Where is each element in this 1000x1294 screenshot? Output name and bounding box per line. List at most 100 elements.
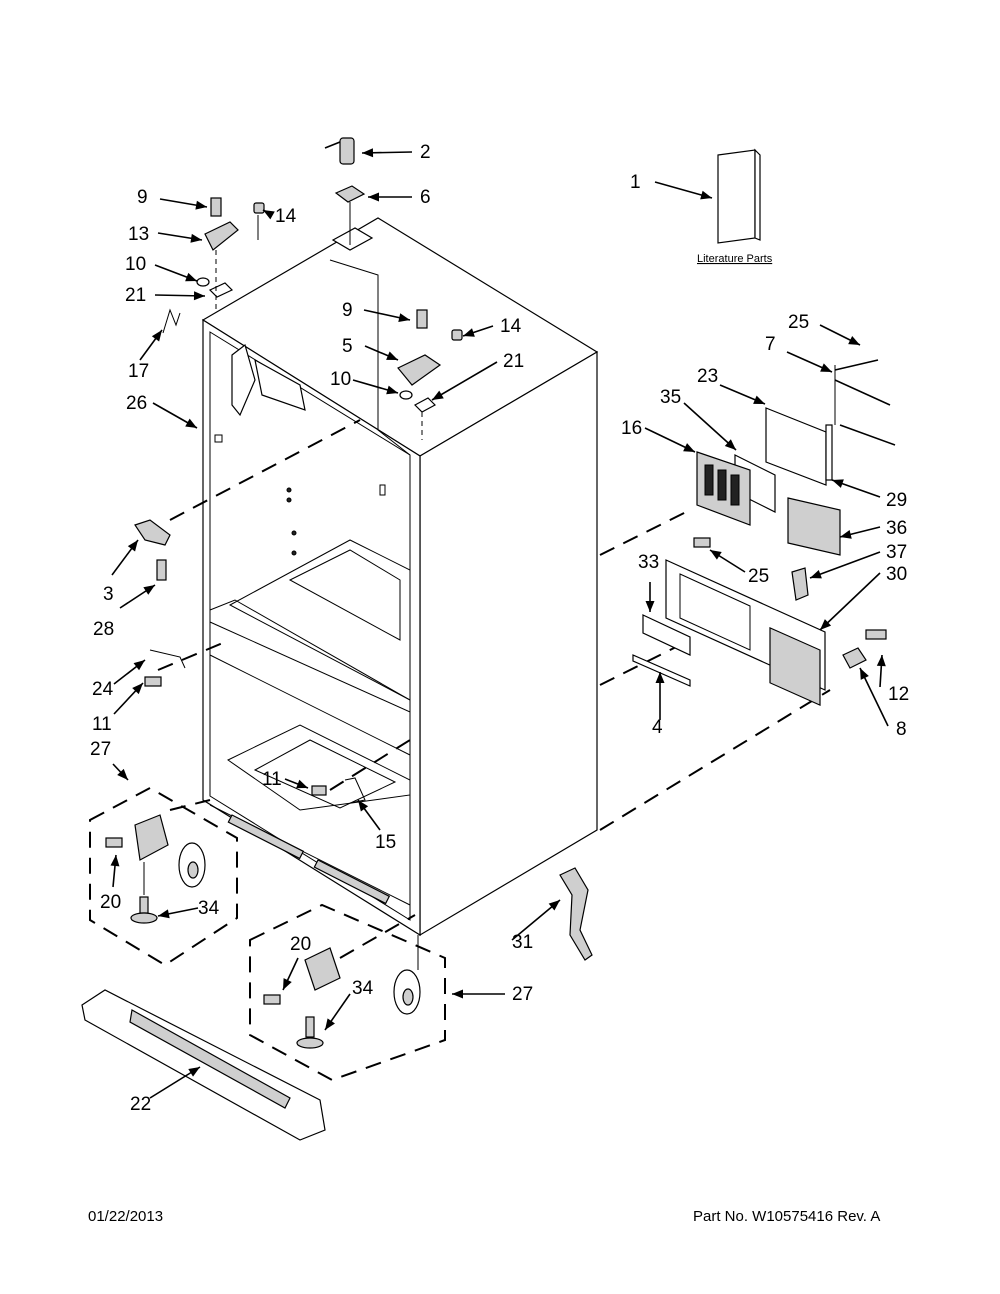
arrowhead	[117, 768, 128, 780]
arrowhead	[710, 550, 722, 560]
arrowhead	[463, 328, 475, 337]
roller-hub-right	[402, 988, 414, 1006]
callout-number-27a: 27	[90, 739, 111, 760]
callout-number-25b: 25	[748, 566, 769, 587]
control-board-36	[787, 497, 841, 556]
callout-number-25a: 25	[788, 312, 809, 333]
relay	[717, 469, 727, 501]
arrowhead	[185, 272, 197, 282]
hinge-shim-left	[208, 282, 234, 298]
mullion-divider	[209, 599, 411, 713]
light-housing	[254, 358, 306, 411]
callout-number-9a: 9	[137, 187, 148, 208]
rod-7	[834, 379, 891, 406]
bracket-8	[842, 647, 867, 669]
arrowhead	[195, 200, 207, 210]
arrowhead	[810, 569, 822, 579]
hinge-cap-left	[253, 202, 265, 214]
dashed-leaders	[157, 419, 831, 959]
roller-assembly-left	[89, 786, 238, 967]
callout-number-20a: 20	[100, 892, 121, 913]
hinge-shim-right	[414, 397, 436, 413]
screw-11-left	[144, 676, 162, 687]
arrowhead	[724, 439, 736, 450]
arrowhead	[263, 210, 275, 220]
hinge-bushing	[334, 185, 366, 203]
arrowhead	[185, 418, 197, 428]
callout-number-35: 35	[660, 387, 681, 408]
callout-arrow	[809, 551, 881, 579]
clip-37	[791, 567, 809, 601]
wire-clip	[162, 308, 181, 334]
arrowhead	[151, 330, 162, 342]
callout-number-22: 22	[130, 1094, 151, 1115]
arrowhead	[386, 351, 398, 360]
rod-7b	[839, 424, 896, 446]
roller-screw-left	[105, 837, 123, 848]
relay	[730, 474, 740, 506]
callout-number-23: 23	[697, 366, 718, 387]
callout-number-14b: 14	[500, 316, 522, 337]
cabinet-hole	[214, 434, 223, 443]
leveling-leg-left	[139, 896, 149, 914]
strip-4	[632, 654, 691, 687]
bottom-grille-right	[313, 859, 391, 905]
literature-book-spine	[754, 148, 761, 241]
callout-number-29: 29	[886, 490, 907, 511]
callout-number-17: 17	[128, 361, 149, 382]
hinge-pin	[339, 137, 355, 165]
cabinet-screw-hole	[291, 550, 297, 556]
cover-vent	[769, 626, 821, 706]
control-assembly	[632, 359, 896, 706]
upper-shelf	[228, 539, 411, 701]
right-top-hinge	[397, 354, 442, 386]
callout-number-16: 16	[621, 418, 642, 439]
arrowhead	[820, 363, 832, 372]
callout-number-24: 24	[92, 679, 114, 700]
arrowhead	[193, 291, 205, 301]
cabinet-inner-opening	[209, 331, 411, 921]
bracket-24	[149, 649, 186, 669]
callout-number-13: 13	[128, 224, 149, 245]
freezer-rail	[209, 654, 411, 756]
callout-number-10a: 10	[125, 254, 146, 275]
arrowhead	[876, 655, 886, 667]
leader-roller-left	[169, 799, 211, 811]
callout-number-20b: 20	[290, 934, 311, 955]
toe-grille-body	[81, 989, 326, 1141]
arrowhead	[158, 909, 170, 919]
hinge-cap-right	[451, 329, 463, 341]
lower-hinge	[134, 519, 171, 546]
callout-number-33: 33	[638, 552, 659, 573]
callout-number-8: 8	[896, 719, 907, 740]
footer-part-number: Part No. W10575416 Rev. A	[693, 1208, 881, 1225]
arrowhead	[848, 336, 860, 345]
arrowhead	[188, 1067, 200, 1077]
arrowhead	[190, 233, 202, 243]
arrowhead	[645, 601, 655, 612]
arrowhead	[132, 683, 143, 695]
arrowhead	[362, 148, 374, 158]
callout-number-2: 2	[420, 142, 431, 163]
arrowhead	[110, 855, 120, 867]
callout-number-21a: 21	[125, 285, 146, 306]
callout-number-37: 37	[886, 542, 907, 563]
arrowhead	[832, 479, 844, 488]
roller-assembly-right	[249, 903, 446, 1082]
callout-number-28: 28	[93, 619, 114, 640]
arrowhead	[325, 1018, 335, 1030]
upper-shelf-inner	[288, 549, 401, 641]
arrowhead	[358, 800, 369, 812]
leader-control-top	[599, 509, 691, 556]
callout-number-21b: 21	[503, 351, 524, 372]
leveling-foot-left	[130, 912, 158, 924]
leader-screw	[329, 739, 411, 791]
literature-book-icon	[717, 149, 756, 244]
toe-grille	[81, 989, 326, 1141]
hinge-screw-right	[416, 309, 428, 329]
cabinet	[201, 217, 599, 937]
leveling-foot-right	[296, 1037, 324, 1049]
arrowhead	[368, 192, 379, 202]
callout-number-5: 5	[342, 336, 353, 357]
